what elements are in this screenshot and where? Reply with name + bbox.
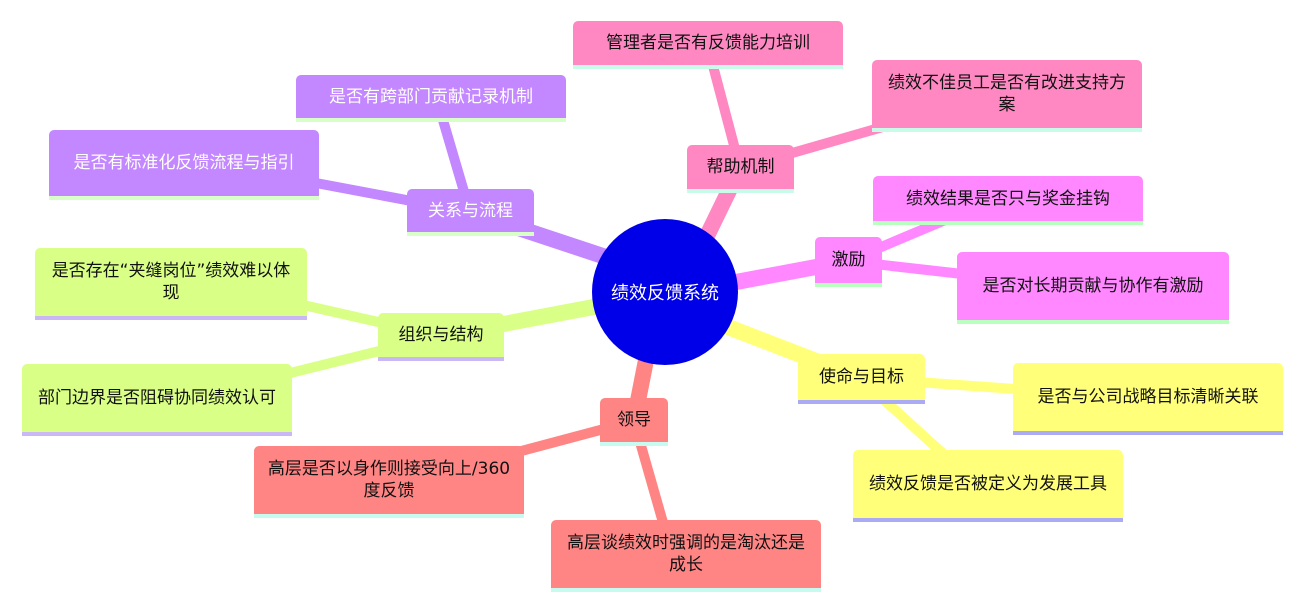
branch-help-mechanism[interactable]: 帮助机制 xyxy=(687,145,794,193)
leaf-node[interactable]: 高层是否以身作则接受向上/360度反馈 xyxy=(254,446,524,518)
branch-org-structure[interactable]: 组织与结构 xyxy=(378,313,504,361)
branch-relations-process[interactable]: 关系与流程 xyxy=(407,189,534,236)
leaf-node[interactable]: 绩效不佳员工是否有改进支持方案 xyxy=(872,60,1142,132)
leaf-node[interactable]: 高层谈绩效时强调的是淘汰还是成长 xyxy=(551,520,821,592)
leaf-node[interactable]: 是否存在“夹缝岗位”绩效难以体现 xyxy=(35,248,307,320)
leaf-node[interactable]: 是否与公司战略目标清晰关联 xyxy=(1013,363,1283,435)
leaf-node[interactable]: 是否对长期贡献与协作有激励 xyxy=(957,252,1229,324)
root-node[interactable]: 绩效反馈系统 xyxy=(592,219,738,365)
leaf-node[interactable]: 是否有跨部门贡献记录机制 xyxy=(296,75,566,122)
branch-incentive[interactable]: 激励 xyxy=(815,237,882,287)
branch-mission-goals[interactable]: 使命与目标 xyxy=(798,354,925,404)
leaf-node[interactable]: 绩效结果是否只与奖金挂钩 xyxy=(873,176,1143,225)
leaf-node[interactable]: 部门边界是否阻碍协同绩效认可 xyxy=(22,364,292,436)
leaf-node[interactable]: 管理者是否有反馈能力培训 xyxy=(573,21,843,69)
leaf-node[interactable]: 是否有标准化反馈流程与指引 xyxy=(49,130,319,200)
leaf-node[interactable]: 绩效反馈是否被定义为发展工具 xyxy=(853,450,1123,522)
branch-leadership[interactable]: 领导 xyxy=(600,398,668,446)
